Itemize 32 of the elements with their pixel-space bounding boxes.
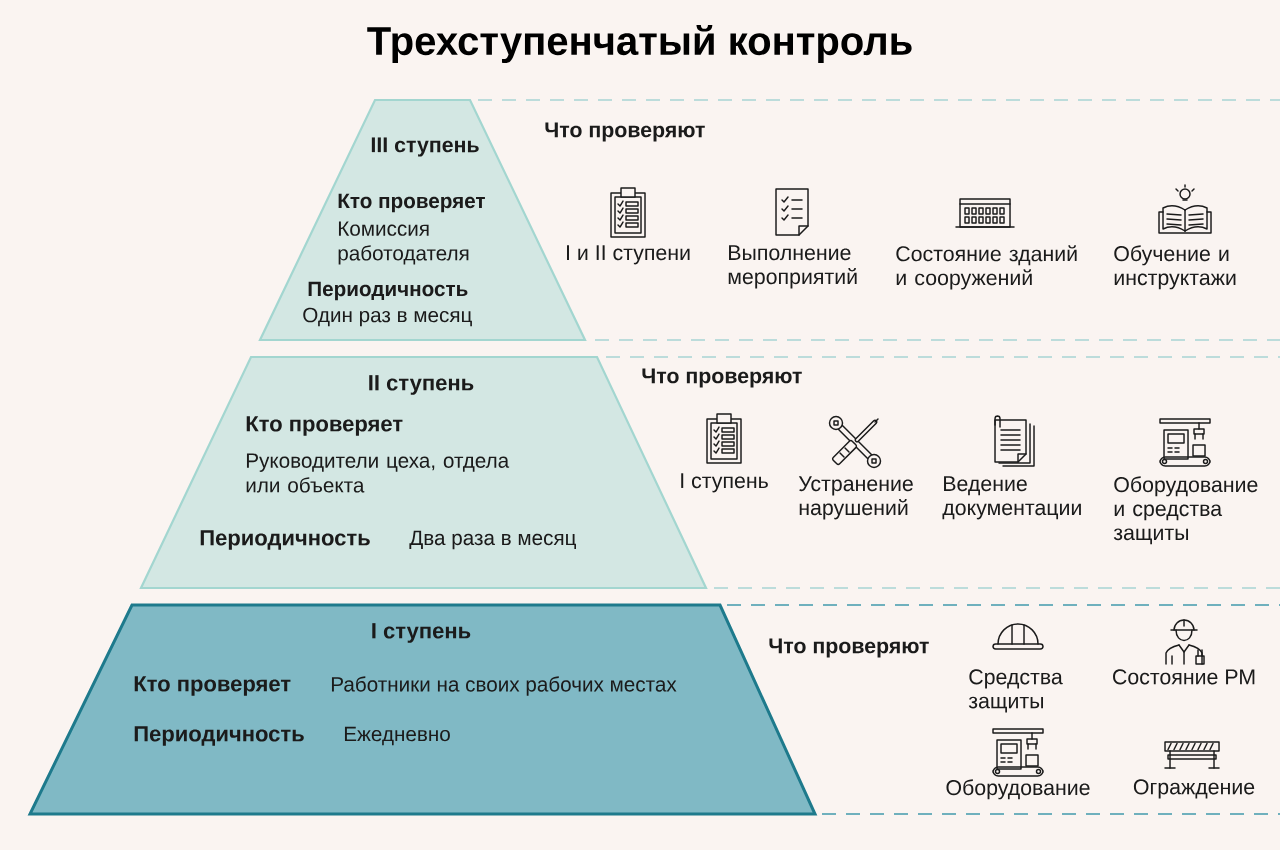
pyramid-tier — [258, 98, 587, 342]
item-label: Ограждение — [1133, 779, 1255, 799]
tier-heading: I ступень — [372, 623, 471, 643]
item-label: I ступень — [681, 473, 768, 493]
field-label: Кто проверяет — [338, 193, 485, 213]
field-label: Периодичность — [308, 281, 468, 301]
field-value: Комиссия работодателя — [338, 221, 469, 265]
title: Трехступенчатый контроль — [367, 24, 912, 64]
field-value: Один раз в месяц — [303, 307, 472, 327]
section-heading: Что проверяют — [769, 638, 929, 658]
item-label: Состояние зданий и сооружений — [896, 245, 1077, 290]
field-value: Работники на своих рабочих местах — [331, 676, 677, 696]
item-label: Оборудование — [946, 779, 1090, 800]
tier-heading: III ступень — [371, 137, 479, 157]
field-label: Кто проверяет — [246, 416, 403, 436]
field-label: Периодичность — [200, 530, 370, 550]
field-label: Кто проверяет — [134, 676, 291, 696]
item-label: Оборудование и средства защиты — [1113, 476, 1258, 545]
field-value: Руководители цеха, отдела или объекта — [246, 453, 510, 493]
field-value: Ежедневно — [344, 726, 450, 746]
item-label: Выполнение мероприятий — [728, 245, 857, 289]
item-label: Устранение нарушений — [798, 476, 913, 520]
section-heading: Что проверяют — [545, 122, 705, 142]
field-value: Два раза в месяц — [409, 530, 576, 550]
section-heading: Что проверяют — [642, 368, 802, 388]
item-label: Средства защиты — [968, 669, 1063, 713]
item-label: Состояние РМ — [1113, 669, 1255, 685]
field-label: Периодичность — [134, 726, 304, 746]
item-label: Ведение документации — [942, 476, 1081, 520]
item-label: Обучение и инструктажи — [1114, 245, 1236, 290]
item-label: I и II ступени — [567, 245, 690, 265]
tier-heading: II ступень — [369, 375, 474, 395]
